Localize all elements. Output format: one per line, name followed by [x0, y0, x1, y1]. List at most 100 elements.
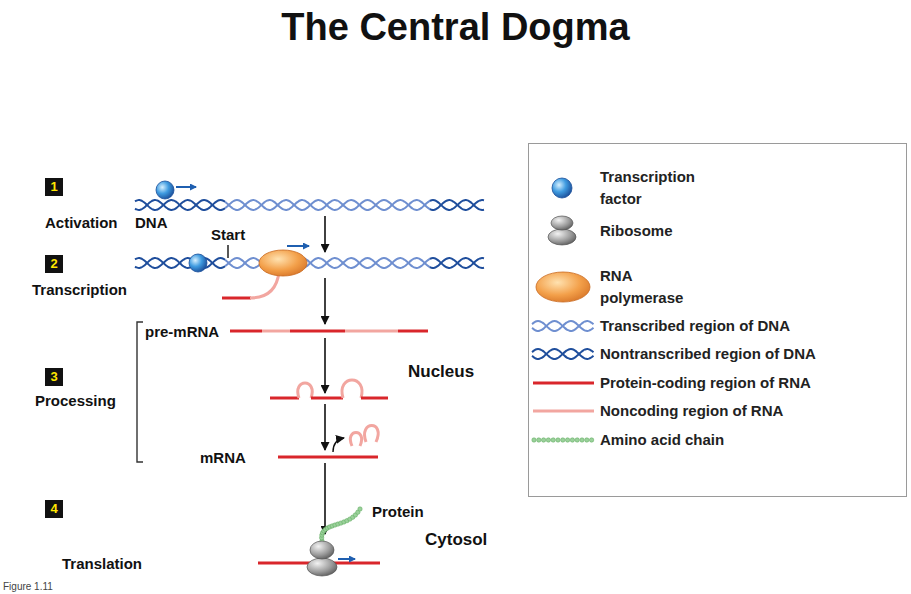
bracket	[137, 322, 143, 462]
dna-strand	[532, 321, 594, 331]
legend-swatch	[530, 271, 596, 303]
removed-intron	[350, 433, 361, 447]
rna-line-sample	[533, 382, 594, 385]
dna-strand	[225, 200, 431, 210]
dna-strand	[532, 349, 594, 359]
ribosome-large	[307, 558, 337, 576]
nucleus-shape	[26, 141, 497, 487]
amino-acid-icon	[537, 438, 541, 442]
dna-strand	[430, 258, 484, 268]
nucleus-region: Nucleus 1 2 3	[25, 140, 498, 488]
region-label: Cytosol	[425, 530, 487, 550]
diagram-label: Processing	[35, 392, 116, 409]
removed-intron	[365, 426, 379, 443]
legend-swatch	[530, 310, 596, 342]
legend-swatch	[530, 395, 596, 427]
rna-coding	[222, 297, 251, 300]
callout-number: 3	[50, 369, 57, 385]
dna-strand	[225, 200, 431, 210]
start-tick	[227, 245, 228, 258]
intron-loop	[298, 383, 312, 398]
legend-label: Ribosome	[600, 220, 900, 242]
flow-arrow	[324, 404, 326, 450]
dna-strand	[430, 200, 484, 210]
direction-arrow	[176, 186, 196, 188]
step-number: 3	[45, 368, 63, 386]
amino-acid-icon	[575, 438, 579, 442]
diagram-label: Figure 1.11	[3, 581, 53, 593]
rna-polymerase-icon	[536, 272, 590, 302]
amino-acid-icon	[551, 438, 555, 442]
callout-number: 1	[50, 179, 57, 195]
dna-strand	[135, 258, 225, 268]
amino-acid-icon	[570, 438, 574, 442]
step-number: 1	[45, 178, 63, 196]
amino-acid-icon	[556, 438, 560, 442]
nucleus-outline	[25, 140, 498, 488]
rna-coding	[398, 330, 428, 333]
transcription-factor	[156, 181, 174, 199]
pre-mrna	[230, 330, 428, 333]
transcription-factor-icon	[552, 178, 572, 198]
region-label: Nucleus	[408, 362, 474, 382]
callout-number: 4	[50, 501, 57, 517]
rna-coding	[230, 330, 262, 333]
page-title: The Central Dogma	[0, 4, 911, 50]
rna-coding	[270, 397, 299, 400]
dna-strand	[135, 200, 225, 210]
rna-noncoding	[345, 330, 398, 333]
ribosome-icon	[551, 216, 573, 230]
rna-coding	[311, 397, 343, 400]
rna-line-sample	[533, 410, 594, 413]
legend-label: Noncoding region of RNA	[600, 400, 900, 422]
rna-noncoding	[250, 272, 279, 298]
legend-label: Protein-coding region of RNA	[600, 372, 900, 394]
diagram-label: mRNA	[200, 449, 246, 466]
amino-acid-icon	[585, 438, 589, 442]
dna-strand	[135, 258, 225, 268]
legend-label: Amino acid chain	[600, 429, 900, 451]
amino-acid-icon	[580, 438, 584, 442]
direction-arrow	[338, 558, 355, 560]
step-number: 2	[45, 255, 63, 273]
legend-label: Nontranscribed region of DNA	[600, 343, 900, 365]
spliced-rna	[270, 380, 388, 398]
amino-acid-icon	[565, 438, 569, 442]
dna-strand	[430, 258, 484, 268]
dna-strand	[135, 200, 225, 210]
legend-swatch	[530, 424, 596, 456]
legend-swatch	[530, 215, 596, 247]
dna-strand	[430, 200, 484, 210]
rna-coding	[361, 397, 388, 400]
step-number: 4	[45, 500, 63, 518]
diagram-label: Activation	[45, 214, 118, 231]
diagram-label: Translation	[62, 555, 142, 572]
callout-number: 2	[50, 256, 57, 272]
dna-strand	[225, 258, 431, 268]
mrna	[278, 456, 378, 459]
diagram-label: pre-mRNA	[145, 323, 219, 340]
legend-swatch	[530, 172, 596, 204]
amino-acid-icon	[546, 438, 550, 442]
cell-outline	[15, 128, 510, 582]
dna-strand	[532, 349, 594, 359]
legend-swatch	[530, 367, 596, 399]
intron-loop	[342, 380, 362, 398]
dna-helix-layer	[135, 200, 484, 268]
diagram-label: Transcription	[32, 281, 127, 298]
rna-noncoding	[262, 330, 290, 333]
dna-strand	[225, 258, 431, 268]
ribosome-small	[310, 541, 334, 559]
flow-arrow	[324, 463, 326, 534]
removal-arrow	[333, 438, 344, 452]
flow-arrow	[324, 278, 326, 324]
cell-shape	[16, 129, 509, 581]
amino-acid-icon	[532, 438, 536, 442]
diagram-label: DNA	[135, 214, 168, 231]
legend-swatch	[530, 338, 596, 370]
amino-acid-icon	[561, 438, 565, 442]
flow-arrow	[324, 216, 326, 252]
rna-coding	[290, 330, 345, 333]
diagram-label: Start	[211, 226, 245, 243]
